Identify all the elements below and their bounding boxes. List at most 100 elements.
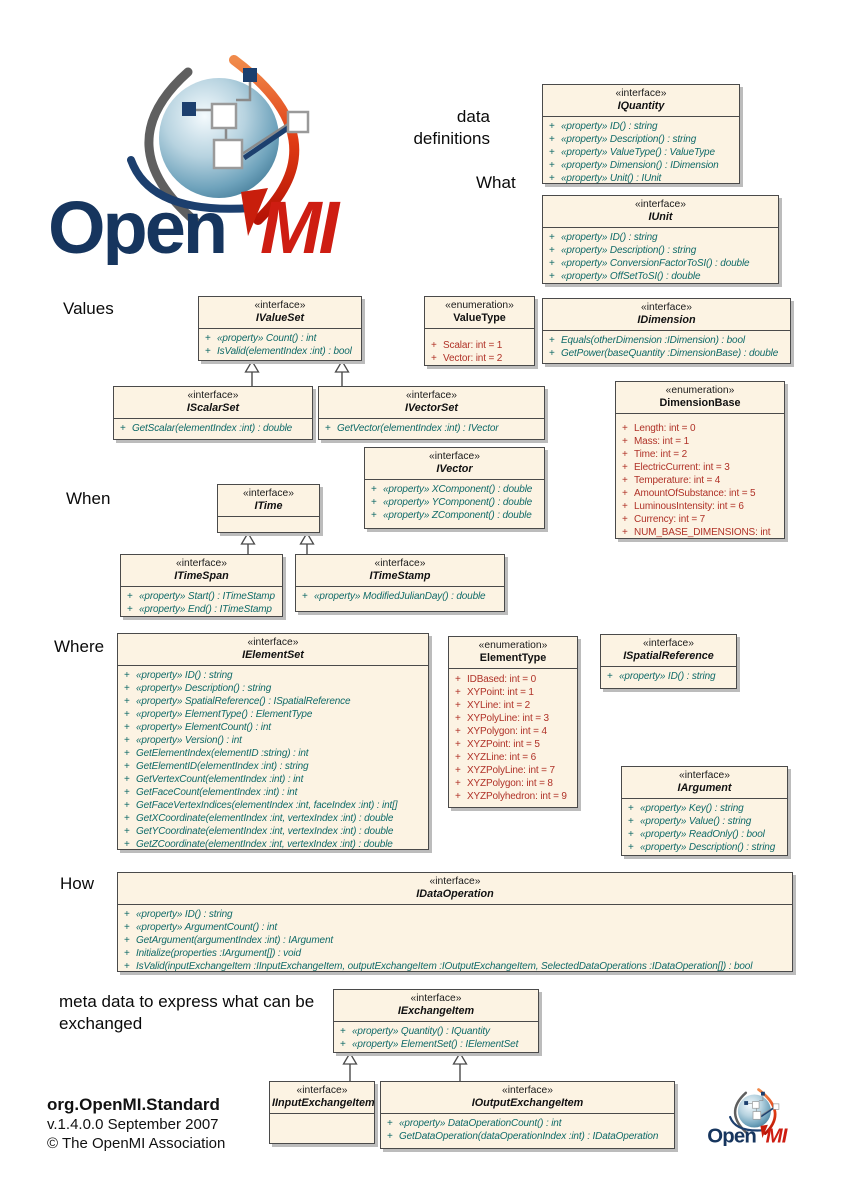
uml-node-itime: «interface»ITime <box>217 484 320 533</box>
member-signature: Time: int = 2 <box>634 449 687 460</box>
member-signature: GetScalar(elementIndex :int) : double <box>132 423 293 434</box>
uml-node-header: «interface»IQuantity <box>543 85 739 117</box>
uml-class-name: IElementSet <box>242 649 304 661</box>
visibility-symbol: + <box>205 333 211 344</box>
uml-node-ivalueset: «interface»IValueSet + «property» Count() … <box>198 296 362 361</box>
uml-node-header: «interface»ITimeStamp <box>296 555 504 587</box>
visibility-symbol: + <box>549 147 555 158</box>
visibility-symbol: + <box>124 935 130 946</box>
member-signature: «property» ElementCount() : int <box>136 722 271 733</box>
visibility-symbol: + <box>340 1039 346 1050</box>
uml-class-name: ISpatialReference <box>623 650 714 662</box>
member-signature: IDBased: int = 0 <box>467 674 537 685</box>
uml-stereotype: «interface» <box>679 770 730 781</box>
member-signature: GetArgument(argumentIndex :int) : IArgum… <box>136 935 333 946</box>
visibility-symbol: + <box>622 462 628 473</box>
member-signature: GetVertexCount(elementIndex :int) : int <box>136 774 304 785</box>
member-signature: «property» ID() : string <box>136 670 233 681</box>
visibility-symbol: + <box>455 713 461 724</box>
uml-member: +AmountOfSubstance: int = 5 <box>620 487 782 500</box>
member-signature: «property» DataOperationCount() : int <box>399 1118 562 1129</box>
visibility-symbol: + <box>622 514 628 525</box>
visibility-symbol: + <box>455 674 461 685</box>
label-values: Values <box>63 299 114 318</box>
visibility-symbol: + <box>124 961 130 972</box>
member-signature: «property» Description() : string <box>561 134 697 145</box>
uml-node-idataoperation: «interface»IDataOperation+«property» ID(… <box>117 872 793 972</box>
uml-member: +XYZPolyLine: int = 7 <box>453 764 575 777</box>
uml-member: +«property» ID() : string <box>605 670 734 683</box>
visibility-symbol: + <box>455 739 461 750</box>
uml-members-compartment: +GetVector(elementIndex :int) : IVector <box>319 419 544 438</box>
uml-stereotype: «interface» <box>254 300 306 311</box>
uml-class-name: IScalarSet <box>186 402 240 414</box>
member-signature: GetElementID(elementIndex :int) : string <box>136 761 309 772</box>
uml-node-itimestamp: «interface»ITimeStamp+«property» Modifie… <box>295 554 505 612</box>
uml-class-name: IOutputExchangeItem <box>471 1097 584 1109</box>
uml-node-idimension: «interface»IDimension+Equals(otherDimens… <box>542 298 791 364</box>
visibility-symbol: + <box>622 501 628 512</box>
member-signature: «property» Value() : string <box>640 816 752 827</box>
footer-title: org.OpenMI.Standard <box>47 1095 220 1114</box>
uml-member: +Vector: int = 2 <box>429 352 532 365</box>
visibility-symbol: + <box>455 778 461 789</box>
uml-class-name: IVector <box>436 463 473 475</box>
visibility-symbol: + <box>371 497 377 508</box>
uml-member: + «property» Count() : int <box>203 332 359 345</box>
uml-members-compartment: +«property» ID() : string+«property» Des… <box>118 666 428 849</box>
member-signature: XYZLine: int = 6 <box>467 752 537 763</box>
visibility-symbol: + <box>628 842 634 853</box>
visibility-symbol: + <box>340 1026 346 1037</box>
uml-node-iquantity: «interface»IQuantity+«property» ID() : s… <box>542 84 740 184</box>
member-signature: Currency: int = 7 <box>634 514 706 525</box>
visibility-symbol: + <box>455 700 461 711</box>
visibility-symbol: + <box>455 752 461 763</box>
visibility-symbol: + <box>607 671 613 682</box>
generalization-arrow-iinputexchangeitem <box>342 1051 358 1065</box>
visibility-symbol: + <box>455 687 461 698</box>
uml-class-name: IArgument <box>677 782 732 794</box>
uml-member: +GetScalar(elementIndex :int) : double <box>118 422 310 435</box>
member-signature: «property» Count() : int <box>217 333 317 344</box>
uml-node-valuetype: «enumeration»ValueType+Scalar: int = 1+V… <box>424 296 535 366</box>
uml-member: +IsValid(inputExchangeItem :IInputExchan… <box>122 960 790 972</box>
visibility-symbol: + <box>549 335 555 346</box>
visibility-symbol: + <box>124 670 130 681</box>
member-signature: «property» ID() : string <box>561 232 658 243</box>
uml-member: +NUM_BASE_DIMENSIONS: int <box>620 526 782 538</box>
member-signature: GetDataOperation(dataOperationIndex :int… <box>399 1131 659 1142</box>
visibility-symbol: + <box>455 765 461 776</box>
member-signature: LuminousIntensity: int = 6 <box>634 501 744 512</box>
uml-member: +«property» ConversionFactorToSI() : dou… <box>547 257 776 270</box>
uml-class-name: IDimension <box>637 314 696 326</box>
member-signature: XYZPolygon: int = 8 <box>467 778 553 789</box>
visibility-symbol: + <box>124 748 130 759</box>
uml-stereotype: «interface» <box>406 390 457 401</box>
visibility-symbol: + <box>549 173 555 184</box>
uml-class-name: IValueSet <box>255 312 305 324</box>
uml-member: +GetYCoordinate(elementIndex :int, verte… <box>122 825 426 838</box>
uml-node-header: «interface»IValueSet <box>199 297 361 329</box>
visibility-symbol: + <box>127 591 133 602</box>
visibility-symbol: + <box>549 258 555 269</box>
member-signature: GetPower(baseQuantity :DimensionBase) : … <box>561 348 779 359</box>
uml-member: +«property» Quantity() : IQuantity <box>338 1025 536 1038</box>
uml-class-name: DimensionBase <box>659 397 741 409</box>
uml-members-compartment: +«property» ID() : string+«property» Arg… <box>118 905 792 972</box>
uml-members-compartment: +IDBased: int = 0+XYPoint: int = 1+XYLin… <box>449 669 577 806</box>
uml-member: +«property» Value() : string <box>626 815 785 828</box>
visibility-symbol: + <box>622 423 628 434</box>
member-signature: GetYCoordinate(elementIndex :int, vertex… <box>136 826 394 837</box>
uml-node-header: «interface»IScalarSet <box>114 387 312 419</box>
uml-node-iinputexchangeitem: «interface»IInputExchangeItem <box>269 1081 375 1144</box>
member-signature: Vector: int = 2 <box>443 353 503 364</box>
member-signature: Mass: int = 1 <box>634 436 690 447</box>
uml-node-header: «interface»IUnit <box>543 196 778 228</box>
uml-member: +XYZPolyhedron: int = 9 <box>453 790 575 803</box>
visibility-symbol: + <box>325 423 331 434</box>
uml-member: +GetXCoordinate(elementIndex :int, verte… <box>122 812 426 825</box>
uml-member: + XYZLine: int = 6 <box>453 751 575 764</box>
uml-member: +«property» Unit() : IUnit <box>547 172 737 184</box>
visibility-symbol: + <box>127 604 133 615</box>
member-signature: «property» ValueType() : ValueType <box>561 147 715 158</box>
